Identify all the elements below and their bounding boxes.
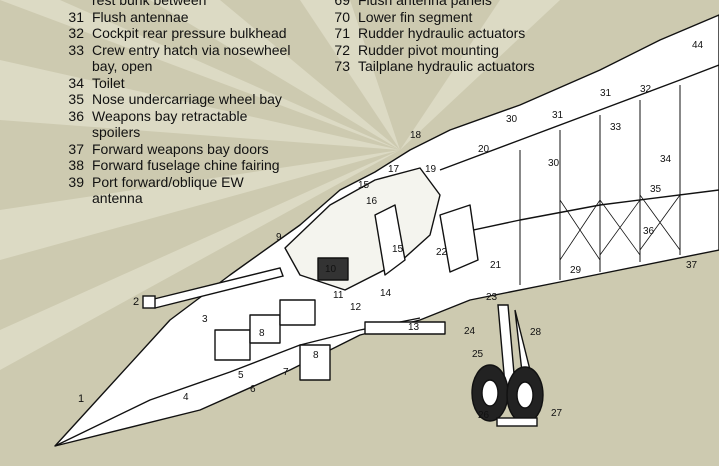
legend-text: Flush antennae xyxy=(92,8,189,25)
callout-29: 29 xyxy=(570,265,582,276)
callout-5: 5 xyxy=(238,370,244,381)
callout-32: 32 xyxy=(640,84,652,95)
legend-text: Nose undercarriage wheel bay xyxy=(92,91,282,107)
legend-item: 38 Forward fuselage chine fairing xyxy=(60,157,295,174)
callout-30b: 30 xyxy=(548,158,560,169)
callout-1: 1 xyxy=(78,393,84,405)
legend-num: 38 xyxy=(68,157,84,173)
callout-27: 27 xyxy=(551,408,563,419)
callout-22: 22 xyxy=(436,247,448,258)
legend-item: 31 Flush antennae xyxy=(60,9,295,26)
callout-21: 21 xyxy=(490,260,502,271)
nose-undercarriage xyxy=(471,304,544,427)
callout-14: 14 xyxy=(380,288,392,299)
legend-item: 70 Lower fin segment xyxy=(326,9,566,26)
legend-item: 34 Toilet xyxy=(60,75,295,92)
legend-text: Port forward/oblique EW antenna xyxy=(92,173,244,207)
legend-num: 39 xyxy=(68,173,84,190)
callout-33: 33 xyxy=(610,122,622,133)
callout-8b: 8 xyxy=(313,350,319,361)
pitot-probe xyxy=(142,267,284,309)
callout-24: 24 xyxy=(464,326,476,337)
legend-num: 71 xyxy=(334,25,350,41)
callout-10: 10 xyxy=(325,264,337,275)
legend-right: 69 Flush antenna panels 70 Lower fin segme… xyxy=(326,0,566,75)
legend-text: Forward fuselage chine fairing xyxy=(92,157,280,173)
legend-text: rest bunk between xyxy=(92,0,207,8)
legend-item: 72 Rudder pivot mounting xyxy=(326,42,566,59)
legend-num: 34 xyxy=(68,74,84,91)
legend-text: Lower fin segment xyxy=(358,8,473,25)
legend-num: 72 xyxy=(334,41,350,58)
callout-30a: 30 xyxy=(506,114,518,125)
callout-31b: 31 xyxy=(600,88,612,99)
legend-item: 69 Flush antenna panels xyxy=(326,0,566,9)
legend-num: 32 xyxy=(68,25,84,41)
callout-15a: 15 xyxy=(358,180,370,191)
callout-4: 4 xyxy=(183,392,189,403)
legend-item: 71 Rudder hydraulic actuators xyxy=(326,25,566,42)
callout-18: 18 xyxy=(410,130,422,141)
legend-text: Toilet xyxy=(92,74,125,91)
callouts: 1 2 3 4 5 6 7 8 8 9 10 11 12 13 14 15 15… xyxy=(78,40,704,421)
legend-text: Rudder hydraulic actuators xyxy=(358,25,526,41)
legend-item: 35 Nose undercarriage wheel bay xyxy=(60,91,295,108)
legend-num: 33 xyxy=(68,41,84,58)
legend-num: 31 xyxy=(68,8,84,25)
fuselage xyxy=(54,14,719,447)
callout-35: 35 xyxy=(650,184,662,195)
legend-text: Forward weapons bay doors xyxy=(92,140,269,157)
callout-9: 9 xyxy=(276,232,282,243)
legend-item: 39 Port forward/oblique EW antenna xyxy=(60,174,295,207)
callout-31a: 31 xyxy=(552,110,564,121)
callout-13: 13 xyxy=(408,322,420,333)
callout-3: 3 xyxy=(202,314,208,325)
legend-text: Cockpit rear pressure bulkhead xyxy=(92,25,287,41)
legend-num: 69 xyxy=(334,0,350,8)
callout-28: 28 xyxy=(530,327,542,338)
legend-item: 33 Crew entry hatch via nosewheel bay, op… xyxy=(60,42,295,75)
legend-item: rest bunk between xyxy=(60,0,295,9)
sunburst-background xyxy=(0,0,560,370)
callout-19: 19 xyxy=(425,164,437,175)
legend-item: 37 Forward weapons bay doors xyxy=(60,141,295,158)
legend-item: 73 Tailplane hydraulic actuators xyxy=(326,58,566,75)
callout-26: 26 xyxy=(478,410,490,421)
legend-num: 36 xyxy=(68,107,84,124)
legend-text: Crew entry hatch via nosewheel bay, open xyxy=(92,41,291,75)
legend-num: 35 xyxy=(68,91,84,107)
legend-num: 37 xyxy=(68,140,84,157)
callout-8a: 8 xyxy=(259,328,265,339)
callout-2: 2 xyxy=(133,296,139,308)
callout-34: 34 xyxy=(660,154,672,165)
legend-text: Tailplane hydraulic actuators xyxy=(358,58,535,74)
legend-num: 70 xyxy=(334,8,350,25)
callout-7: 7 xyxy=(283,367,289,378)
callout-11: 11 xyxy=(333,290,344,301)
legend-text: Weapons bay retractable spoilers xyxy=(92,107,248,141)
callout-16: 16 xyxy=(366,196,378,207)
callout-15b: 15 xyxy=(392,244,404,255)
legend-item: 32 Cockpit rear pressure bulkhead xyxy=(60,25,295,42)
callout-23: 23 xyxy=(486,292,498,303)
legend-num: 73 xyxy=(334,58,350,74)
callout-6: 6 xyxy=(250,384,256,395)
legend-item: 36 Weapons bay retractable spoilers xyxy=(60,108,295,141)
callout-17: 17 xyxy=(388,164,400,175)
callout-37: 37 xyxy=(686,260,698,271)
legend-text: Flush antenna panels xyxy=(358,0,492,8)
callout-44: 44 xyxy=(692,40,704,51)
callout-20: 20 xyxy=(478,144,490,155)
callout-25: 25 xyxy=(472,349,484,360)
legend-left: rest bunk between 31 Flush antennae 32 Coc… xyxy=(60,0,295,207)
callout-36: 36 xyxy=(643,226,655,237)
legend-text: Rudder pivot mounting xyxy=(358,41,499,58)
callout-12: 12 xyxy=(350,302,362,313)
